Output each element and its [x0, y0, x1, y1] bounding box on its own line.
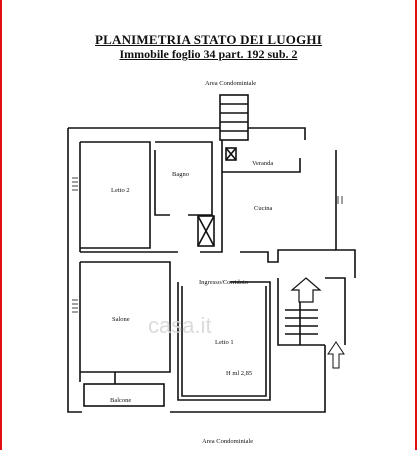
label-area-top: Area Condominiale — [205, 80, 256, 87]
stair-wall — [277, 278, 325, 346]
cucina-wall-left — [200, 140, 223, 253]
label-balcone: Balcone — [110, 397, 131, 404]
outer-wall-right-upper — [335, 150, 356, 278]
salone-wall — [80, 261, 171, 373]
shaft-box — [197, 215, 215, 247]
letto2-wall — [80, 141, 151, 249]
letto1-wall-inner — [181, 286, 267, 397]
outer-wall-top-right — [248, 127, 306, 140]
bagno-wall-left — [154, 150, 170, 216]
outer-wall-bottom — [170, 345, 326, 413]
chimney-box — [225, 147, 237, 161]
stair-wall-right — [325, 277, 346, 345]
label-salone: Salone — [112, 316, 130, 323]
label-letto2: Letto 2 — [111, 187, 130, 194]
chimney-cross-2 — [225, 147, 237, 161]
label-area-bottom: Area Condominiale — [202, 438, 253, 445]
label-ingresso: Ingresso/Corridoio — [199, 279, 248, 286]
plan-walls — [67, 94, 356, 413]
outer-wall-left — [67, 128, 82, 413]
plan-subtitle: Immobile foglio 34 part. 192 sub. 2 — [119, 47, 298, 61]
watermark-text: casa.it — [148, 313, 212, 338]
cucina-wall-bottom — [240, 249, 336, 263]
label-veranda: Veranda — [252, 160, 273, 167]
balcone-outline — [83, 383, 165, 407]
bagno-wall — [155, 141, 213, 216]
label-height: H ml 2,85 — [226, 370, 252, 377]
label-bagno: Bagno — [172, 171, 189, 178]
top-stair-box — [219, 94, 249, 141]
plan-title: PLANIMETRIA STATO DEI LUOGHI — [94, 32, 322, 47]
window-marks — [72, 177, 343, 313]
shaft-cross-2 — [197, 215, 215, 247]
letto1-wall — [177, 281, 271, 401]
up-arrow-small-icon — [327, 341, 345, 369]
label-cucina: Cucina — [254, 205, 273, 212]
veranda-divider — [222, 158, 301, 173]
label-letto1: Letto 1 — [215, 339, 234, 346]
up-arrow-icon — [290, 277, 322, 303]
